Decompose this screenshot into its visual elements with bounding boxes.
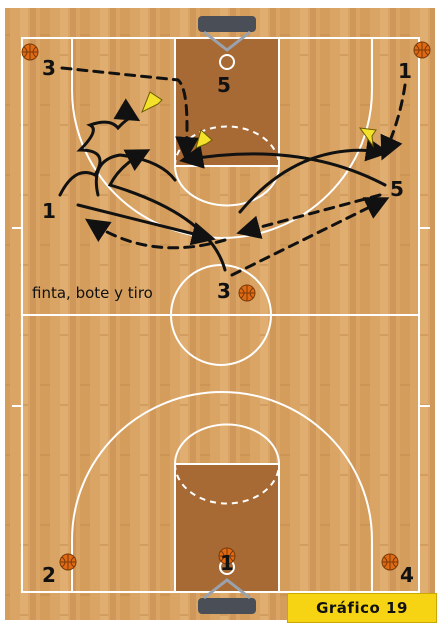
figure-label: Gráfico 19	[316, 599, 408, 617]
figure-label-badge: Gráfico 19	[287, 593, 437, 623]
player-label: 1	[42, 199, 56, 223]
ball-icon	[239, 285, 255, 301]
player-label: 4	[400, 563, 414, 587]
ball-icon	[60, 554, 76, 570]
ball-icon	[22, 44, 38, 60]
player-label: 2	[42, 563, 56, 587]
player-label: 3	[217, 279, 231, 303]
ball-icon	[382, 554, 398, 570]
player-label: 1	[220, 551, 234, 575]
player-label: 5	[217, 73, 231, 97]
ball-icon	[414, 42, 430, 58]
player-label: 3	[42, 56, 56, 80]
top-paint	[175, 38, 279, 166]
player-label: 1	[398, 59, 412, 83]
player-label: 5	[390, 177, 404, 201]
play-annotation: finta, bote y tiro	[32, 284, 153, 302]
